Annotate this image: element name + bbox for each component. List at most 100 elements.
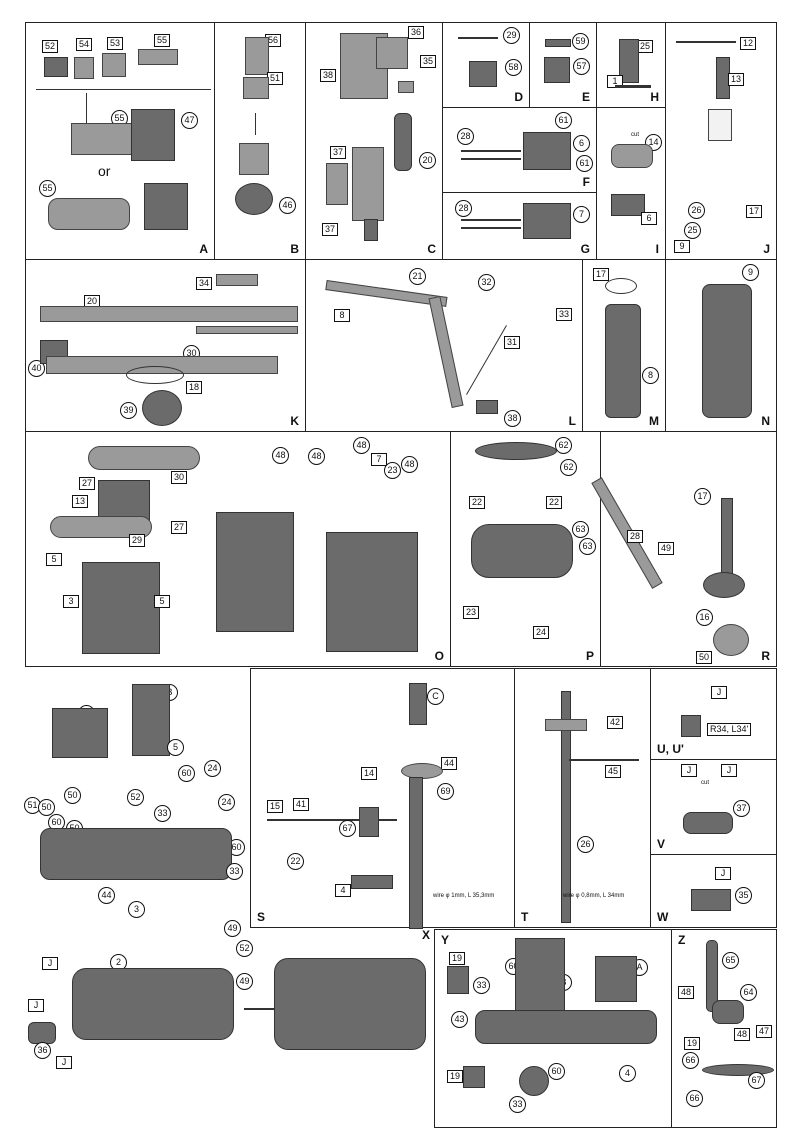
panel-label: F [582, 175, 590, 189]
part-label: 23 [463, 606, 480, 619]
part-label: 52 [236, 940, 253, 957]
panel-label: T [521, 910, 529, 924]
panel-label: A [199, 242, 208, 256]
panel-label: V [657, 837, 666, 851]
panel-label: S [257, 910, 266, 924]
part-shape [461, 158, 521, 160]
part-shape [144, 183, 188, 230]
panel-label: C [427, 242, 436, 256]
cut-note: cut [701, 780, 710, 786]
part-label: 66 [686, 1090, 703, 1107]
part-label: 34 [196, 277, 213, 290]
part-shape [274, 958, 426, 1050]
part-label: C [427, 688, 444, 705]
part-shape [245, 37, 269, 75]
part-shape [72, 968, 234, 1040]
part-label: 19 [449, 952, 466, 965]
part-label: 44 [441, 757, 458, 770]
part-label: 6 [641, 212, 657, 225]
part-label: 50 [64, 787, 81, 804]
part-label: 22 [287, 853, 304, 870]
part-label: 4 [619, 1065, 636, 1082]
part-shape [88, 446, 200, 470]
part-shape [702, 1064, 774, 1076]
part-label: 53 [107, 37, 124, 50]
part-label: 26 [688, 202, 705, 219]
part-label: 29 [129, 534, 146, 547]
part-label: 33 [556, 308, 573, 321]
part-shape [615, 85, 651, 88]
part-label: 14 [361, 767, 378, 780]
part-shape [545, 39, 571, 47]
part-shape [409, 777, 423, 929]
part-shape [713, 624, 749, 656]
panel-l: L 21 32 8 33 31 38 [305, 259, 583, 432]
part-label: 24 [218, 794, 235, 811]
part-shape [132, 684, 170, 756]
part-shape [267, 819, 397, 821]
part-label: 5 [167, 739, 184, 756]
part-label: J [28, 999, 44, 1012]
part-label: 48 [308, 448, 325, 465]
part-label: 18 [186, 381, 203, 394]
part-label: 7 [573, 206, 590, 223]
panel-label: U, U' [657, 742, 684, 756]
part-shape [461, 150, 521, 152]
part-label: 15 [267, 800, 284, 813]
panel-x: A B 5 60 24 50 52 51 50 33 24 60 70 44 6… [22, 668, 250, 928]
part-label: 38 [320, 69, 337, 82]
part-shape [394, 113, 412, 171]
part-label: 55 [154, 34, 171, 47]
part-shape [708, 109, 732, 141]
panel-u: U, U' J R34, L34' [650, 668, 777, 760]
part-label: 20 [419, 152, 436, 169]
part-label: 28 [627, 530, 644, 543]
part-label: 24 [204, 760, 221, 777]
part-label: 41 [293, 798, 310, 811]
part-shape [326, 532, 418, 652]
part-shape [691, 889, 731, 911]
part-label: 37 [322, 223, 339, 236]
part-label: 19 [447, 1070, 464, 1083]
part-label: 48 [678, 986, 695, 999]
part-label: 42 [607, 716, 624, 729]
part-label: 65 [722, 952, 739, 969]
panel-o: O 27 30 13 27 29 5 3 5 48 48 48 7 23 48 [25, 431, 451, 667]
part-shape [463, 1066, 485, 1088]
part-label: 49 [236, 973, 253, 990]
panel-label: H [650, 90, 659, 104]
part-label: 13 [728, 73, 745, 86]
panel-label: J [763, 242, 770, 256]
part-label: 33 [509, 1096, 526, 1113]
part-shape [52, 708, 108, 758]
part-label: 7 [371, 453, 387, 466]
part-shape [71, 123, 133, 155]
part-label: 17 [694, 488, 711, 505]
part-label: 48 [734, 1028, 751, 1041]
part-label: 3 [63, 595, 79, 608]
part-label: 8 [642, 367, 659, 384]
panel-label: L [568, 414, 576, 428]
guide-line [36, 89, 211, 90]
part-label: 60 [548, 1063, 565, 1080]
part-shape [523, 203, 571, 239]
part-label: 61 [576, 155, 593, 172]
panel-j: J 12 13 [665, 22, 777, 260]
part-shape [352, 147, 384, 221]
panel-label: N [761, 414, 770, 428]
part-shape [40, 306, 298, 322]
part-label: 62 [555, 437, 572, 454]
part-label: 52 [42, 40, 59, 53]
part-label: 22 [469, 496, 486, 509]
panel-label: P [585, 649, 594, 663]
part-shape [447, 966, 469, 994]
part-shape [428, 295, 464, 409]
part-label: J [711, 686, 727, 699]
panel-v: V J J cut 37 [650, 759, 777, 855]
part-label: 31 [504, 336, 521, 349]
panel-a: A 52 54 53 55 55 47 or 55 cut [25, 22, 215, 260]
part-shape [326, 163, 348, 205]
part-label: J [715, 867, 731, 880]
part-label: 35 [735, 887, 752, 904]
part-label: 5 [154, 595, 170, 608]
